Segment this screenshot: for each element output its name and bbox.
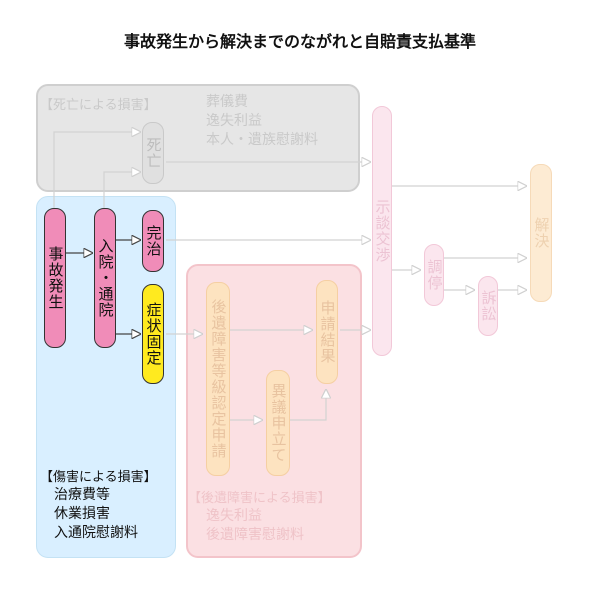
death-damage-items: 葬儀費 逸失利益 本人・遺族慰謝料 bbox=[206, 93, 318, 150]
step-settlement-negotiation: 示談交渉 bbox=[372, 106, 392, 356]
death-item: 逸失利益 bbox=[206, 113, 262, 129]
step-application-result: 申請結果 bbox=[316, 280, 338, 384]
death-damage-panel bbox=[36, 84, 360, 192]
step-resolution: 解決 bbox=[530, 164, 552, 302]
death-item: 葬儀費 bbox=[206, 94, 248, 110]
step-accident: 事故発生 bbox=[44, 208, 66, 348]
death-section-label: 【死亡による損害】 bbox=[40, 98, 157, 113]
page-title: 事故発生から解決までのながれと自賠責支払基準 bbox=[123, 32, 476, 51]
aftereffect-item: 後遺障害慰謝料 bbox=[206, 527, 304, 543]
arrow-hospital-to-death bbox=[103, 172, 140, 208]
injury-item: 治療費等 bbox=[54, 487, 110, 503]
step-lawsuit: 訴訟 bbox=[478, 276, 498, 336]
injury-item: 入通院慰謝料 bbox=[54, 525, 138, 541]
aftereffect-item: 逸失利益 bbox=[206, 508, 262, 524]
arrow-accident-to-death bbox=[53, 132, 140, 208]
step-symptom-fixed: 症状固定 bbox=[142, 284, 164, 384]
step-objection: 異議申立て bbox=[266, 370, 290, 476]
active-arrows bbox=[64, 240, 140, 334]
inactive-arrows bbox=[53, 132, 526, 421]
aftereffect-damage-items: 逸失利益 後遺障害慰謝料 bbox=[206, 507, 304, 545]
injury-item: 休業損害 bbox=[54, 506, 110, 522]
step-death: 死亡 bbox=[142, 122, 164, 184]
death-item: 本人・遺族慰謝料 bbox=[206, 132, 318, 148]
arrow-objection-to-result bbox=[290, 390, 326, 421]
step-grade-application: 後遺障害等級認定申請 bbox=[206, 282, 230, 476]
aftereffect-section-label: 【後遺障害による損害】 bbox=[188, 491, 331, 506]
injury-section-label: 【傷害による損害】 bbox=[40, 470, 157, 485]
step-hospital: 入院・通院 bbox=[94, 208, 116, 348]
step-mediation: 調停 bbox=[424, 244, 444, 306]
injury-damage-items: 治療費等 休業損害 入通院慰謝料 bbox=[54, 486, 138, 543]
step-cured: 完治 bbox=[142, 210, 164, 272]
